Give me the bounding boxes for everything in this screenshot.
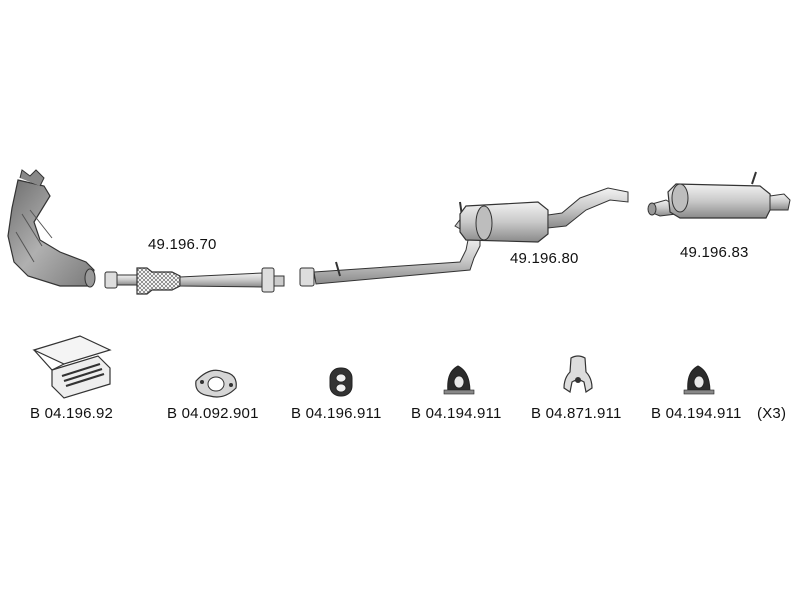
hanger-clamp-icon bbox=[563, 355, 593, 393]
accessory-code-mount-2: B 04.194.911 bbox=[651, 405, 742, 422]
flange-gasket-icon bbox=[195, 369, 237, 398]
accessory-code-gasket: B 04.092.901 bbox=[167, 405, 259, 422]
accessory-code-mount: B 04.194.911 bbox=[411, 405, 502, 422]
rubber-hanger-icon bbox=[329, 367, 353, 397]
accessory-code-hanger: B 04.196.911 bbox=[291, 405, 382, 422]
exhaust-manifold-icon bbox=[7, 169, 96, 288]
rubber-mount-icon bbox=[683, 365, 715, 395]
accessory-quantity: (X3) bbox=[757, 405, 787, 422]
front-pipe-with-catalyst-icon bbox=[104, 267, 285, 295]
part-number-rear-silencer: 49.196.83 bbox=[680, 244, 749, 261]
middle-silencer-icon bbox=[299, 187, 629, 287]
accessory-code-clamp: B 04.871.911 bbox=[531, 405, 622, 422]
mounting-kit-box-icon bbox=[32, 335, 112, 399]
rubber-mount-icon bbox=[443, 365, 475, 395]
part-number-front-pipe: 49.196.70 bbox=[148, 236, 217, 253]
accessory-code-kit: B 04.196.92 bbox=[30, 405, 114, 422]
part-number-middle-silencer: 49.196.80 bbox=[510, 250, 579, 267]
rear-silencer-icon bbox=[647, 171, 791, 219]
